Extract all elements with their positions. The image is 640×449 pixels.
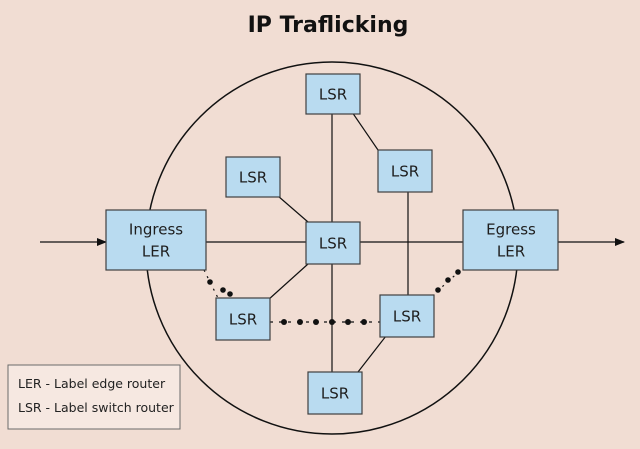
link-upperleft-center	[277, 195, 309, 223]
node-label: LSR	[391, 163, 419, 181]
node-label: LER	[497, 243, 525, 261]
node-label: LSR	[319, 86, 347, 104]
node-label: LSR	[229, 311, 257, 329]
node-egress-ler: Egress LER	[462, 209, 559, 271]
legend-ler: LER - Label edge router	[18, 376, 166, 391]
diagram-title: IP Traflicking	[248, 13, 409, 38]
node-label: LSR	[239, 169, 267, 187]
link-top-upperright	[351, 111, 379, 151]
node-lsr-lower-left: LSR	[215, 297, 271, 341]
node-label: LSR	[319, 235, 347, 253]
node-lsr-lower-right: LSR	[379, 294, 435, 338]
node-label: LSR	[321, 385, 349, 403]
node-lsr-upper-right: LSR	[377, 149, 433, 193]
link-lowerright-bottom	[357, 335, 387, 373]
node-label: Egress	[486, 221, 536, 239]
legend: LER - Label edge router LSR - Label swit…	[7, 364, 181, 430]
legend-lsr: LSR - Label switch router	[18, 400, 175, 415]
node-lsr-top: LSR	[305, 73, 361, 115]
node-lsr-upper-left: LSR	[225, 156, 281, 198]
node-label: LSR	[393, 308, 421, 326]
node-lsr-center: LSR	[305, 221, 361, 265]
node-ingress-ler: Ingress LER	[105, 209, 207, 271]
link-center-lowerleft	[267, 263, 309, 301]
lsp-dotted-path	[203, 267, 464, 325]
node-label: LER	[142, 243, 170, 261]
node-lsr-bottom: LSR	[307, 371, 363, 415]
node-label: Ingress	[129, 221, 183, 239]
